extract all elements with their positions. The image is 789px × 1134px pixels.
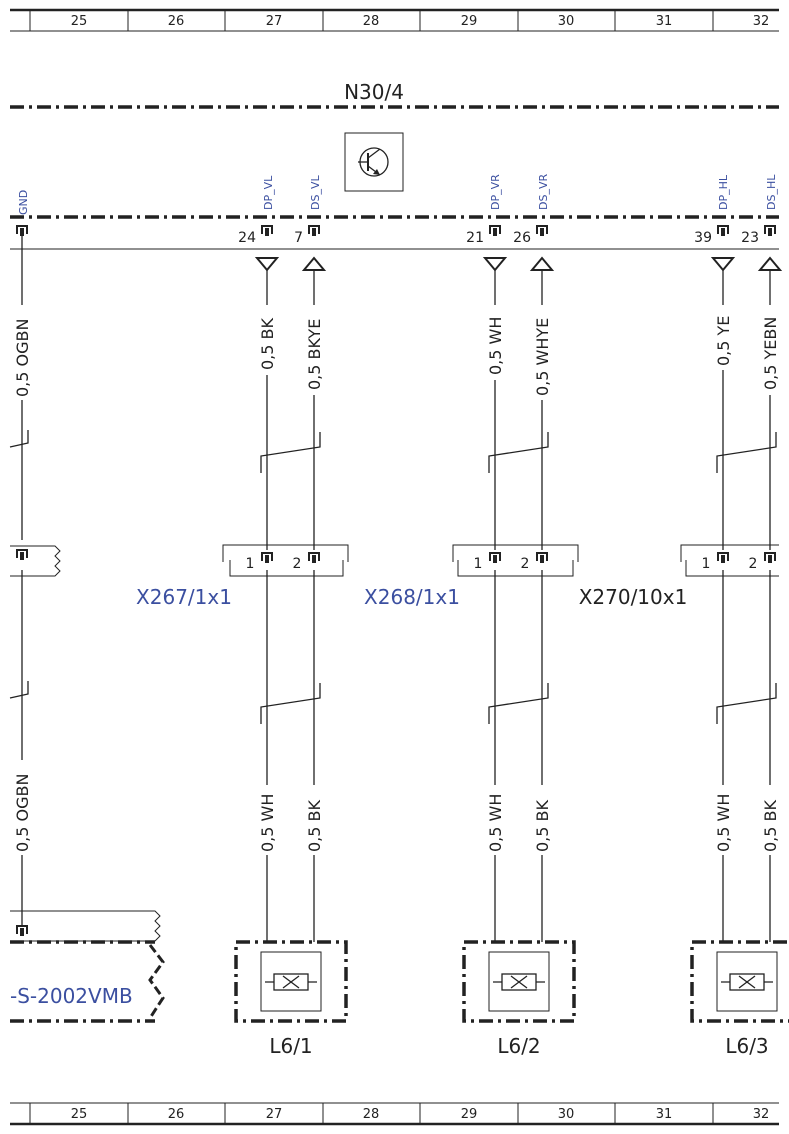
component-l6-2-label: L6/2 xyxy=(497,1034,540,1058)
ruler-col-32-bottom: 32 xyxy=(753,1107,770,1122)
wire-label-bkye-upper: 0,5 BKYE xyxy=(305,319,324,390)
ruler-col-25: 25 xyxy=(71,14,88,29)
component-l6-1-label: L6/1 xyxy=(269,1034,312,1058)
pin-39: 39 xyxy=(694,230,712,246)
component-l6-3: L6/3 xyxy=(690,940,789,1058)
ruler-col-28-bottom: 28 xyxy=(363,1107,380,1122)
sensor-icon xyxy=(493,973,545,991)
ruler-col-29-bottom: 29 xyxy=(461,1107,478,1122)
wire-label-whye-upper: 0,5 WHYE xyxy=(533,318,552,396)
transistor-icon xyxy=(344,132,404,192)
ruler-col-30: 30 xyxy=(558,14,575,29)
pin-23: 23 xyxy=(741,230,759,246)
module-n30-4: N30/4 GND DP_VL DS_VL DP_VR DS_VR DP_HL … xyxy=(10,80,783,272)
left-reference-block: -S-2002VMB xyxy=(10,910,165,1023)
ruler-col-25-bottom: 25 xyxy=(71,1107,88,1122)
wire-label-ogbn-upper: 0,5 OGBN xyxy=(13,319,32,397)
x268-pin-1: 1 xyxy=(474,556,483,572)
signal-dp-vl: DP_VL xyxy=(262,175,275,210)
x268-pin-2: 2 xyxy=(521,556,530,572)
wire-labels-upper: 0,5 OGBN 0,5 BK 0,5 BKYE 0,5 WH 0,5 WHYE… xyxy=(13,316,780,397)
signal-dp-vr: DP_VR xyxy=(489,174,502,210)
ruler-col-32: 32 xyxy=(753,14,770,29)
pin-21: 21 xyxy=(466,230,484,246)
connector-blocks xyxy=(10,544,779,577)
sensor-icon xyxy=(721,973,773,991)
wire-label-wh-upper: 0,5 WH xyxy=(486,317,505,375)
wire-label-ye-upper: 0,5 YE xyxy=(714,316,733,366)
pin-26: 26 xyxy=(513,230,531,246)
module-title: N30/4 xyxy=(344,80,404,104)
wire-label-bk-lower-2: 0,5 BK xyxy=(533,799,552,852)
wire-label-ogbn-lower: 0,5 OGBN xyxy=(13,774,32,852)
wire-label-wh-lower-3: 0,5 WH xyxy=(714,794,733,852)
connector-x268-label: X268/1x1 xyxy=(364,585,460,609)
ruler-col-28: 28 xyxy=(363,14,380,29)
ruler-bottom: 25 26 27 28 29 30 31 32 xyxy=(10,1102,779,1126)
signal-gnd: GND xyxy=(17,190,30,215)
ruler-col-26: 26 xyxy=(168,14,185,29)
component-l6-1: L6/1 xyxy=(234,940,348,1058)
ruler-col-30-bottom: 30 xyxy=(558,1107,575,1122)
signal-ds-vr: DS_VR xyxy=(537,174,550,210)
signal-dp-hl: DP_HL xyxy=(717,174,730,210)
ruler-col-31: 31 xyxy=(656,14,673,29)
ruler-col-26-bottom: 26 xyxy=(168,1107,185,1122)
ruler-col-27: 27 xyxy=(266,14,283,29)
ruler-col-27-bottom: 27 xyxy=(266,1107,283,1122)
x270-pin-1: 1 xyxy=(702,556,711,572)
x267-pin-2: 2 xyxy=(293,556,302,572)
component-l6-3-label: L6/3 xyxy=(725,1034,768,1058)
x270-pin-2: 2 xyxy=(749,556,758,572)
wire-label-bk-lower-1: 0,5 BK xyxy=(305,799,324,852)
left-reference-label: -S-2002VMB xyxy=(10,984,133,1008)
wires xyxy=(9,234,777,942)
signal-ds-hl: DS_HL xyxy=(765,174,778,210)
sensor-icon xyxy=(265,973,317,991)
wire-label-wh-lower-2: 0,5 WH xyxy=(486,794,505,852)
ruler-col-29: 29 xyxy=(461,14,478,29)
wire-label-bk-lower-3: 0,5 BK xyxy=(761,799,780,852)
connector-x267-label: X267/1x1 xyxy=(136,585,232,609)
ruler-top: 25 26 27 28 29 30 31 32 xyxy=(10,8,779,32)
wire-label-wh-lower-1: 0,5 WH xyxy=(258,794,277,852)
pin-7: 7 xyxy=(294,230,303,246)
wire-labels-lower: 0,5 OGBN 0,5 WH 0,5 BK 0,5 WH 0,5 BK 0,5… xyxy=(13,774,780,852)
signal-ds-vl: DS_VL xyxy=(309,175,322,210)
wire-label-yebn-upper: 0,5 YEBN xyxy=(761,317,780,390)
pin-24: 24 xyxy=(238,230,256,246)
x267-pin-1: 1 xyxy=(246,556,255,572)
ruler-col-31-bottom: 31 xyxy=(656,1107,673,1122)
wire-label-bk-upper: 0,5 BK xyxy=(258,317,277,370)
component-l6-2: L6/2 xyxy=(462,940,576,1058)
connector-x270-label: X270/10x1 xyxy=(579,585,688,609)
